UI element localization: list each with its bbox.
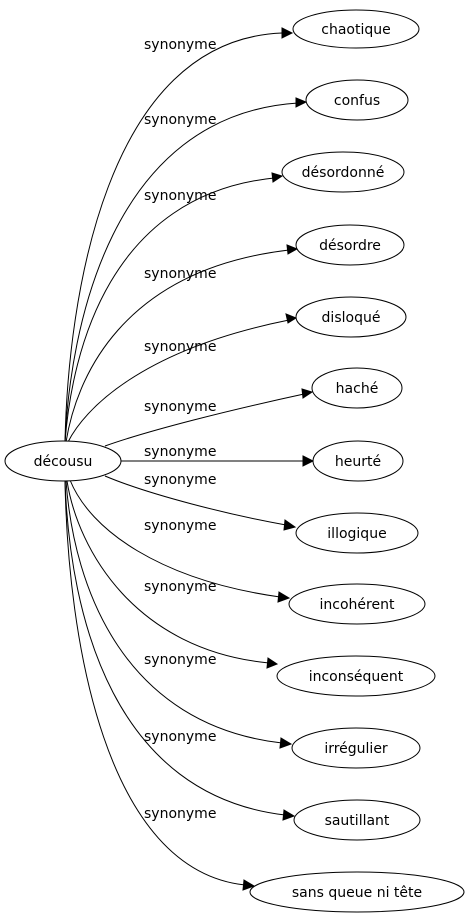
edge-label-irregulier: synonyme — [144, 652, 216, 668]
edge-label-inconsequent: synonyme — [144, 579, 216, 595]
edge-irregulier — [65, 480, 283, 744]
edge-desordonne — [64, 177, 275, 443]
arrowhead-irregulier — [279, 737, 293, 749]
edge-illogique — [104, 475, 287, 526]
edge-hache — [104, 393, 305, 447]
node-desordre: désordre — [295, 224, 405, 266]
node-label-irregulier: irrégulier — [324, 741, 388, 757]
node-label-disloque: disloqué — [322, 310, 381, 326]
center-node: décousu — [4, 440, 122, 482]
edge-label-incoherent: synonyme — [144, 518, 216, 534]
node-incoherent: incohérent — [288, 583, 426, 625]
node-label-sans-queue-ni-tete: sans queue ni tête — [292, 885, 422, 901]
node-label-chaotique: chaotique — [321, 22, 390, 38]
target-nodes: chaotique confus désordonné désordre dis… — [249, 9, 465, 913]
node-disloque: disloqué — [295, 296, 407, 338]
edges — [64, 32, 305, 886]
node-label-sautillant: sautillant — [325, 813, 390, 829]
edge-incoherent — [69, 479, 281, 598]
edge-label-sautillant: synonyme — [144, 729, 216, 745]
node-label-hache: haché — [336, 381, 379, 397]
arrowheads — [242, 27, 315, 891]
arrowhead-desordre — [286, 244, 299, 255]
edge-disloque — [67, 319, 290, 443]
node-label-inconsequent: inconséquent — [309, 669, 404, 685]
edge-label-disloque: synonyme — [144, 339, 216, 355]
node-label-desordonne: désordonné — [302, 165, 385, 181]
edge-confus — [64, 102, 299, 443]
edge-desordre — [65, 249, 290, 443]
center-node-label: décousu — [34, 454, 93, 470]
arrowhead-heurte — [302, 455, 315, 467]
edge-sans-queue-ni-tete — [64, 480, 246, 886]
arrowhead-incoherent — [277, 591, 291, 603]
node-irregulier: irrégulier — [291, 727, 421, 769]
edge-sautillant — [64, 480, 286, 816]
edge-label-confus: synonyme — [144, 112, 216, 128]
node-heurte: heurté — [312, 440, 404, 482]
node-illogique: illogique — [295, 512, 419, 554]
node-chaotique: chaotique — [292, 9, 420, 49]
node-label-illogique: illogique — [327, 526, 386, 542]
node-label-desordre: désordre — [319, 238, 381, 254]
node-label-heurte: heurté — [335, 454, 381, 470]
node-inconsequent: inconséquent — [276, 655, 436, 697]
edge-label-heurte: synonyme — [144, 444, 216, 460]
edge-inconsequent — [66, 480, 270, 664]
edge-label-illogique: synonyme — [144, 472, 216, 488]
arrowhead-sans-queue-ni-tete — [242, 879, 256, 891]
node-label-confus: confus — [334, 93, 380, 109]
edge-chaotique — [64, 32, 283, 443]
arrowhead-inconsequent — [266, 657, 279, 669]
node-desordonne: désordonné — [281, 151, 405, 193]
edge-label-desordonne: synonyme — [144, 188, 216, 204]
edge-label-desordre: synonyme — [144, 266, 216, 282]
node-sautillant: sautillant — [293, 799, 421, 841]
node-confus: confus — [305, 79, 409, 121]
edge-label-hache: synonyme — [144, 399, 216, 415]
arrowhead-confus — [295, 97, 308, 108]
arrowhead-sautillant — [282, 809, 296, 821]
arrowhead-chaotique — [281, 27, 294, 39]
arrowhead-hache — [301, 388, 314, 399]
arrowhead-desordonne — [271, 172, 284, 183]
arrowhead-disloque — [285, 313, 298, 324]
arrowhead-illogique — [283, 519, 297, 531]
node-sans-queue-ni-tete: sans queue ni tête — [249, 871, 465, 913]
edge-label-chaotique: synonyme — [144, 37, 216, 53]
node-label-incoherent: incohérent — [320, 597, 395, 613]
node-hache: haché — [311, 367, 403, 409]
edge-labels: synonyme synonyme synonyme synonyme syno… — [144, 37, 216, 822]
edge-label-sans-queue-ni-tete: synonyme — [144, 806, 216, 822]
